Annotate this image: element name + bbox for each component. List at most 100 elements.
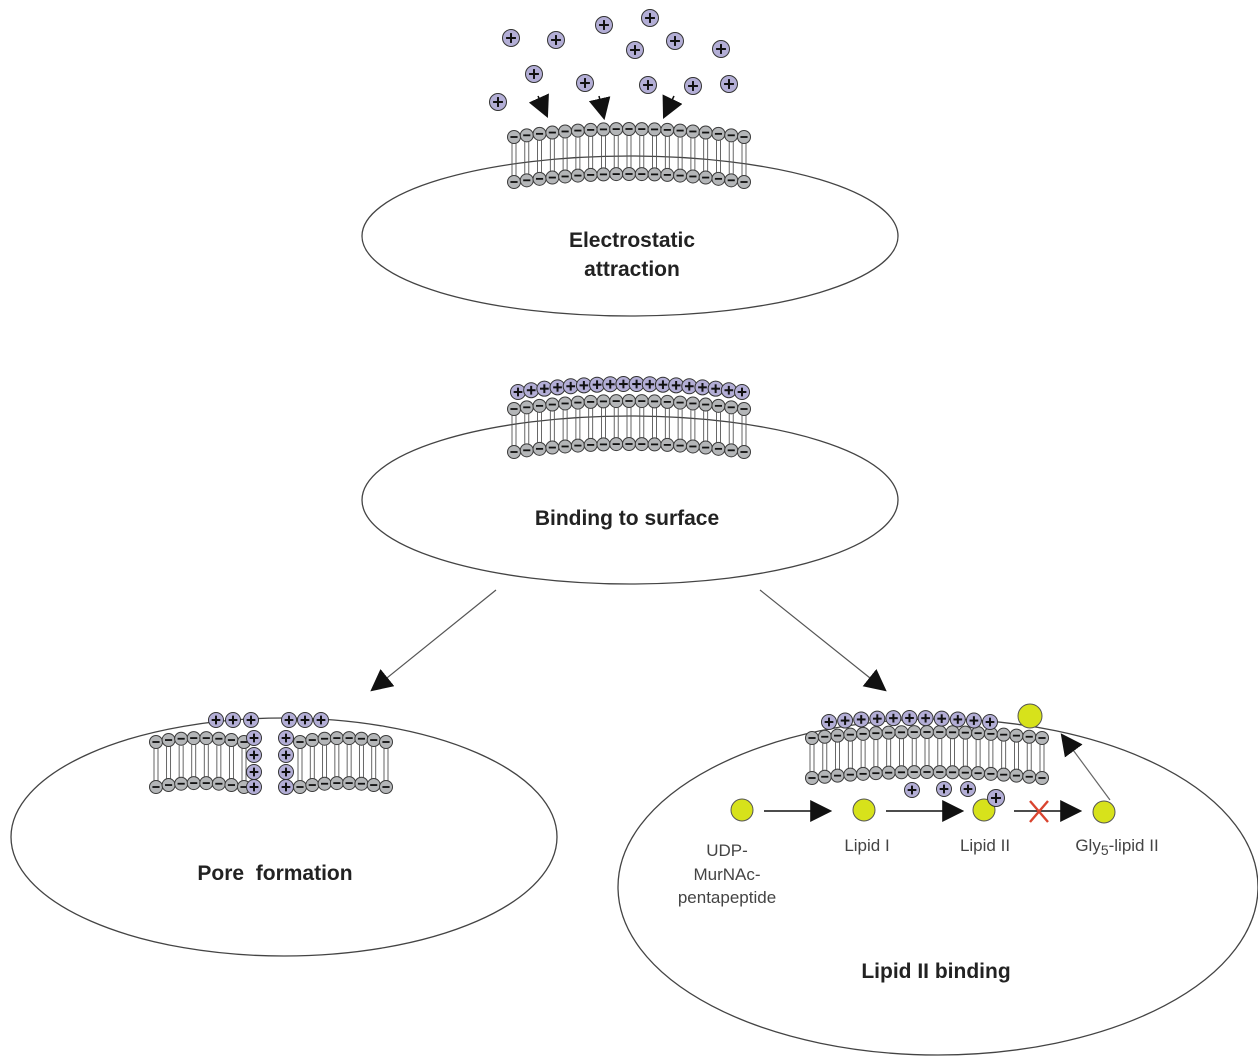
negative-lipid-head (532, 126, 547, 141)
lipid-tails (962, 739, 968, 767)
lipid-tails (241, 748, 247, 781)
lipid-tails (322, 745, 328, 778)
negative-lipid-head (971, 766, 986, 781)
lipid-tails (677, 137, 683, 170)
lipid-tails (297, 748, 303, 781)
negative-lipid-head (685, 169, 700, 184)
negative-lipid-head (685, 124, 700, 139)
panel-lipid-ii-binding: UDP- MurNAc- pentapeptide Lipid I Lipid … (617, 703, 1258, 1056)
lipid-i-molecule (852, 798, 876, 822)
negative-lipid-head (570, 395, 585, 410)
negative-lipid-head (570, 168, 585, 183)
negative-lipid-head (596, 167, 611, 182)
lipid-tails (575, 409, 581, 440)
lipid-tails (822, 743, 828, 771)
negative-lipid-head (622, 394, 636, 408)
bound-cation (901, 710, 918, 726)
bound-cation (853, 711, 870, 728)
negative-lipid-head (149, 735, 163, 749)
free-cation (547, 31, 565, 49)
bound-cation (641, 376, 658, 393)
label-lipid-ii: Lipid II (960, 836, 1010, 855)
negative-lipid-head (609, 437, 624, 452)
bound-cation (575, 377, 592, 394)
negative-lipid-head (894, 725, 909, 740)
cell-ellipse (361, 415, 899, 585)
pore-cation (246, 747, 262, 763)
negative-lipid-head (1035, 771, 1049, 785)
lipid-tails (715, 412, 721, 443)
negative-lipid-head (570, 123, 585, 138)
lipid-tails (1013, 742, 1019, 770)
bound-cation (885, 710, 902, 727)
negative-lipid-head (737, 445, 751, 459)
negative-lipid-head (329, 731, 344, 746)
negative-lipid-head (698, 440, 713, 455)
pore-cations-group (208, 712, 329, 795)
lipid-tails (588, 136, 594, 169)
negative-lipid-head (817, 729, 832, 744)
lipid-tails (216, 745, 222, 778)
negative-lipid-head (211, 731, 226, 746)
negative-lipid-head (660, 122, 675, 137)
lipid-tails (677, 409, 683, 440)
caption-pore: Pore formation (197, 862, 352, 885)
lipid-tails (346, 744, 352, 777)
bound-cations-group (821, 710, 998, 798)
bound-cation (982, 714, 998, 730)
negative-lipid-head (342, 776, 357, 791)
pore-cation (278, 764, 294, 780)
free-cation (684, 77, 702, 95)
lipid-tails (166, 746, 172, 779)
lipid-tails (575, 137, 581, 170)
lipid-tails (728, 141, 734, 174)
negative-lipid-head (293, 780, 307, 794)
pore-cation (278, 779, 294, 795)
negative-lipid-head (805, 731, 819, 745)
label-udp-line1: UDP- (706, 841, 748, 860)
negative-lipid-head (532, 171, 547, 186)
negative-lipid-head (211, 776, 226, 791)
negative-lipid-head (711, 398, 726, 413)
bound-cation (694, 379, 711, 396)
negative-lipid-head (317, 731, 332, 746)
negative-lipid-head (971, 726, 986, 741)
free-cation (666, 32, 684, 50)
negative-lipid-head (507, 175, 521, 189)
negative-lipid-head (1022, 769, 1037, 784)
negative-lipid-head (596, 122, 611, 137)
label-udp-line2: MurNAc- (693, 865, 760, 884)
negative-lipid-head (920, 725, 934, 739)
lipid-tails (626, 407, 632, 438)
negative-lipid-head (894, 765, 909, 780)
negative-lipid-head (545, 440, 560, 455)
negative-lipid-head (647, 394, 662, 409)
lipid-tails (600, 407, 606, 438)
lipid-tails (358, 745, 364, 778)
lipid-tails (639, 407, 645, 438)
free-cation (576, 74, 594, 92)
lipid-tails (524, 141, 530, 174)
pore-cation (246, 730, 262, 746)
negative-lipid-head (673, 438, 688, 453)
negative-lipid-head (519, 400, 534, 415)
lipid-tails (703, 139, 709, 172)
negative-lipid-head (647, 437, 662, 452)
lipid-tails (898, 738, 904, 766)
negative-lipid-head (856, 766, 871, 781)
pore-cation (278, 730, 294, 746)
negative-lipid-head (519, 443, 534, 458)
negative-lipid-head (660, 437, 675, 452)
lipid-tails (537, 140, 543, 173)
cell-ellipse (361, 155, 899, 317)
negative-lipid-head (830, 728, 845, 743)
free-cation (595, 16, 613, 34)
bound-cation (720, 382, 737, 399)
negative-lipid-head (698, 170, 713, 185)
free-cation (489, 93, 507, 111)
lipid-tails (950, 738, 956, 766)
inserted-cation (904, 782, 920, 798)
negative-lipid-head (660, 167, 675, 182)
negative-lipid-head (545, 397, 560, 412)
